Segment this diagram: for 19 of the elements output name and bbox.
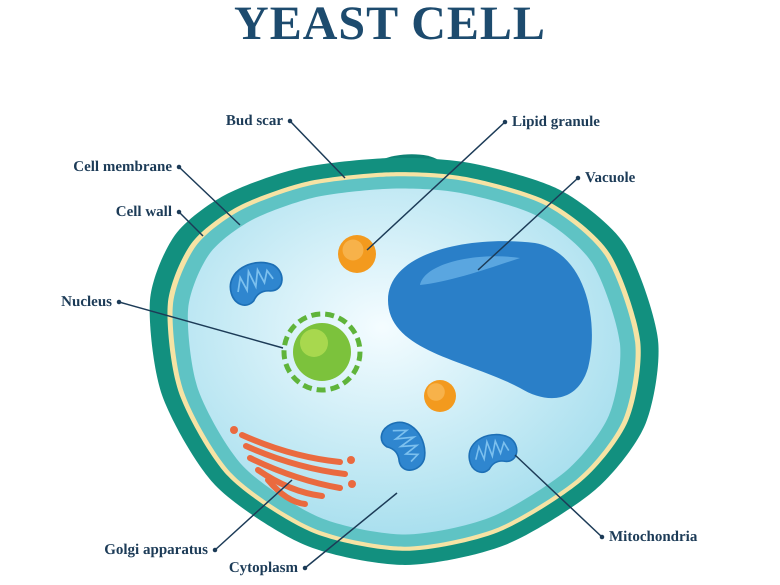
- part-label: Mitochondria: [609, 528, 698, 546]
- part-label: Cytoplasm: [228, 559, 298, 577]
- leader-line: [514, 454, 604, 540]
- part-label: Cell membrane: [73, 158, 172, 176]
- leader-line: [288, 118, 346, 179]
- part-label: Nucleus: [61, 293, 112, 311]
- leader-line: [116, 300, 284, 349]
- leader-line: [212, 479, 292, 552]
- part-label: Cell wall: [116, 203, 172, 221]
- leader-line: [478, 176, 580, 271]
- part-label: Lipid granule: [512, 113, 600, 131]
- leader-line: [366, 120, 508, 251]
- leader-line: [176, 210, 204, 237]
- leader-line: [302, 492, 398, 570]
- part-label: Vacuole: [585, 169, 636, 187]
- leader-line: [176, 164, 241, 226]
- part-label: Golgi apparatus: [104, 541, 208, 559]
- title: YEAST CELL: [233, 0, 547, 50]
- part-label: Bud scar: [226, 112, 283, 130]
